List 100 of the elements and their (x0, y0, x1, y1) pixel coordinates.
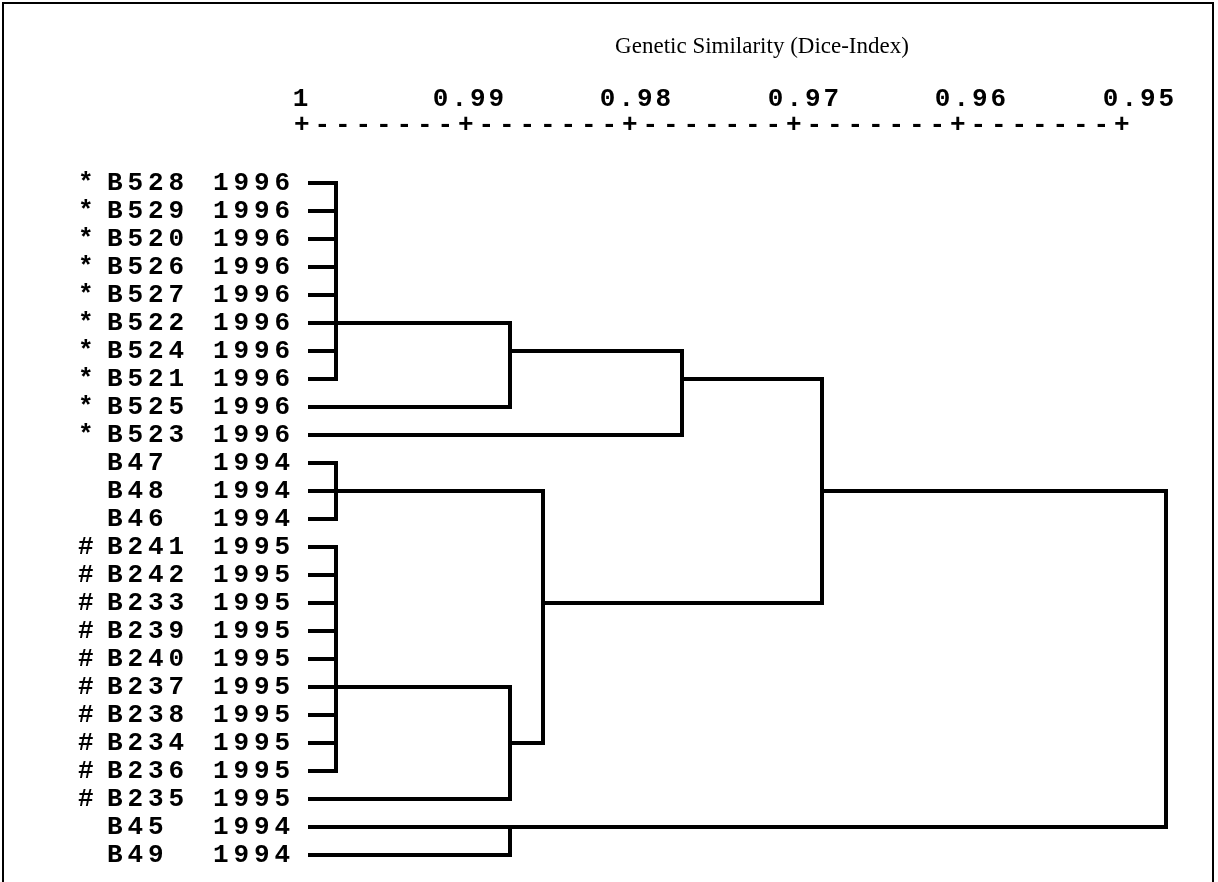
dendrogram-branch (308, 573, 334, 577)
sample-name: B527 (107, 280, 189, 310)
axis-title: Genetic Similarity (Dice-Index) (614, 34, 910, 57)
sample-year: 1996 (213, 254, 295, 280)
sample-name: B526 (107, 252, 189, 282)
dendrogram-branch (308, 685, 334, 689)
dendrogram-branch (308, 237, 334, 241)
dendrogram-branch (545, 601, 820, 605)
cluster-bar (820, 377, 824, 605)
sample-year: 1995 (213, 646, 295, 672)
sample-name: B45 (107, 812, 169, 842)
dendrogram-branch (308, 405, 508, 409)
dendrogram-branch (308, 461, 334, 465)
group-mark: # (78, 784, 99, 814)
sample-name: B235 (107, 784, 189, 814)
dendrogram-branch (512, 349, 680, 353)
sample-year: 1996 (213, 282, 295, 308)
sample-year: 1995 (213, 534, 295, 560)
sample-year: 1995 (213, 590, 295, 616)
dendrogram-branch (338, 685, 508, 689)
dendrogram-branch (308, 769, 334, 773)
dendrogram-branch (308, 741, 334, 745)
sample-name: B237 (107, 672, 189, 702)
group-mark: * (78, 168, 99, 198)
group-mark: * (78, 336, 99, 366)
axis-scale: +-------+-------+-------+-------+-------+ (294, 112, 1135, 138)
sample-year: 1995 (213, 702, 295, 728)
dendrogram-branch (308, 825, 508, 829)
sample-year: 1996 (213, 310, 295, 336)
dendrogram-branch (308, 517, 334, 521)
dendrogram-branch (308, 713, 334, 717)
sample-name: B234 (107, 728, 189, 758)
group-mark: * (78, 420, 99, 450)
cluster-bar (508, 321, 512, 409)
dendrogram-branch (308, 797, 508, 801)
sample-year: 1995 (213, 562, 295, 588)
dendrogram-branch (308, 265, 334, 269)
group-mark: # (78, 700, 99, 730)
tick-label: 1 (292, 86, 312, 112)
sample-name: B242 (107, 560, 189, 590)
sample-name: B523 (107, 420, 189, 450)
group-mark: * (78, 280, 99, 310)
dendrogram-branch (512, 825, 1164, 829)
sample-year: 1996 (213, 198, 295, 224)
sample-year: 1995 (213, 758, 295, 784)
sample-name: B521 (107, 364, 189, 394)
sample-year: 1994 (213, 814, 295, 840)
sample-year: 1995 (213, 786, 295, 812)
cluster-bar (334, 545, 338, 773)
sample-year: 1996 (213, 338, 295, 364)
group-mark: * (78, 252, 99, 282)
tick-label: 0.97 (767, 86, 843, 112)
tick-label: 0.96 (934, 86, 1010, 112)
dendrogram-branch (308, 293, 334, 297)
dendrogram-branch (684, 377, 820, 381)
sample-name: B520 (107, 224, 189, 254)
sample-name: B529 (107, 196, 189, 226)
group-mark: * (78, 224, 99, 254)
dendrogram-branch (308, 321, 334, 325)
sample-year: 1996 (213, 170, 295, 196)
dendrogram-branch (338, 321, 508, 325)
sample-year: 1994 (213, 842, 295, 868)
cluster-bar (508, 685, 512, 801)
sample-year: 1996 (213, 366, 295, 392)
group-mark: # (78, 644, 99, 674)
sample-year: 1994 (213, 506, 295, 532)
group-mark: * (78, 364, 99, 394)
sample-name: B241 (107, 532, 189, 562)
dendrogram-branch (308, 601, 334, 605)
group-mark: # (78, 560, 99, 590)
dendrogram-branch (308, 853, 508, 857)
sample-name: B48 (107, 476, 169, 506)
dendrogram-branch (308, 377, 334, 381)
sample-year: 1995 (213, 674, 295, 700)
sample-name: B528 (107, 168, 189, 198)
sample-year: 1995 (213, 730, 295, 756)
sample-name: B233 (107, 588, 189, 618)
group-mark: # (78, 588, 99, 618)
sample-year: 1996 (213, 226, 295, 252)
dendrogram-branch (308, 629, 334, 633)
dendrogram-branch (308, 657, 334, 661)
cluster-bar (1164, 489, 1168, 829)
group-mark: # (78, 532, 99, 562)
sample-year: 1994 (213, 478, 295, 504)
group-mark: # (78, 728, 99, 758)
cluster-bar (680, 349, 684, 437)
sample-name: B522 (107, 308, 189, 338)
sample-name: B524 (107, 336, 189, 366)
sample-year: 1995 (213, 618, 295, 644)
dendrogram-branch (824, 489, 1164, 493)
dendrogram-branch (308, 209, 334, 213)
sample-name: B47 (107, 448, 169, 478)
sample-name: B236 (107, 756, 189, 786)
cluster-bar (541, 489, 545, 745)
group-mark: # (78, 672, 99, 702)
sample-name: B46 (107, 504, 169, 534)
group-mark: * (78, 392, 99, 422)
tick-label: 0.98 (599, 86, 675, 112)
cluster-bar (334, 461, 338, 521)
cluster-bar (334, 181, 338, 381)
